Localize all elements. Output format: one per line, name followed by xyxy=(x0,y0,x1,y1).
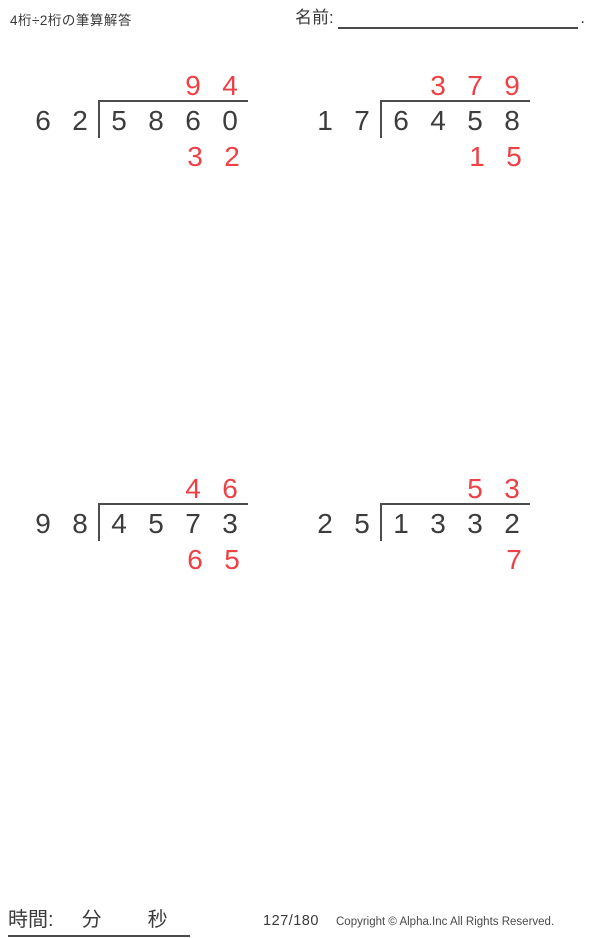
divisor-digit: 7 xyxy=(354,105,370,136)
remainder-digit xyxy=(102,546,139,574)
copyright-notice: Copyright © Alpha.Inc All Rights Reserve… xyxy=(336,916,555,928)
divisor: 1 7 xyxy=(306,100,380,138)
remainder-row: 1 5 xyxy=(384,143,532,171)
divisor-digit: 6 xyxy=(35,105,51,136)
dividend-digit: 5 xyxy=(467,105,483,136)
division-problem-3: 4 6 9 8 4 5 7 3 6 5 xyxy=(24,473,250,574)
divisor-digit: 2 xyxy=(72,105,88,136)
dividend-digit: 6 xyxy=(185,105,201,136)
dividend-digit: 5 xyxy=(148,508,164,539)
remainder-digit xyxy=(458,546,495,574)
dividend-digit: 1 xyxy=(393,508,409,539)
dividend: 6 4 5 8 xyxy=(380,100,530,138)
remainder-digit: 2 xyxy=(224,141,240,172)
dividend: 4 5 7 3 xyxy=(98,503,248,541)
dividend-digit: 5 xyxy=(111,105,127,136)
quotient-row: 3 7 9 xyxy=(382,70,532,100)
quotient-digit: 4 xyxy=(222,70,238,101)
dividend-digit: 2 xyxy=(504,508,520,539)
page-title: 4桁÷2桁の筆算解答 xyxy=(10,13,132,28)
dividend-digit: 8 xyxy=(148,105,164,136)
quotient-digit: 7 xyxy=(467,70,483,101)
quotient-digit: 4 xyxy=(185,473,201,504)
name-line-period: . xyxy=(580,8,585,27)
quotient-row: 5 3 xyxy=(382,473,532,503)
divisor: 2 5 xyxy=(306,503,380,541)
time-field: 時間: 分 秒 xyxy=(8,903,190,937)
dividend-digit: 3 xyxy=(467,508,483,539)
remainder-digit: 6 xyxy=(187,544,203,575)
remainder-digit xyxy=(384,143,421,171)
divisor-digit: 1 xyxy=(317,105,333,136)
division-bracket-row: 2 5 1 3 3 2 xyxy=(306,503,532,541)
dividend-digit: 4 xyxy=(111,508,127,539)
quotient-row: 4 6 xyxy=(100,473,250,503)
remainder-digit: 7 xyxy=(506,544,522,575)
remainder-digit xyxy=(139,143,176,171)
divisor-digit: 5 xyxy=(354,508,370,539)
remainder-digit xyxy=(102,143,139,171)
division-problem-4: 5 3 2 5 1 3 3 2 7 xyxy=(306,473,532,574)
page-number: 127/180 xyxy=(263,913,319,929)
divisor-digit: 8 xyxy=(72,508,88,539)
dividend: 1 3 3 2 xyxy=(380,503,530,541)
divisor: 6 2 xyxy=(24,100,98,138)
quotient-digit: 3 xyxy=(430,70,446,101)
remainder-digit xyxy=(421,546,458,574)
dividend-digit: 4 xyxy=(430,105,446,136)
remainder-digit: 5 xyxy=(224,544,240,575)
quotient-digit: 6 xyxy=(222,473,238,504)
remainder-row: 6 5 xyxy=(102,546,250,574)
divisor-digit: 2 xyxy=(317,508,333,539)
seconds-label: 秒 xyxy=(147,909,168,931)
dividend-digit: 7 xyxy=(185,508,201,539)
dividend-digit: 0 xyxy=(222,105,238,136)
quotient-digit: 9 xyxy=(185,70,201,101)
division-bracket-row: 6 2 5 8 6 0 xyxy=(24,100,250,138)
division-bracket-row: 9 8 4 5 7 3 xyxy=(24,503,250,541)
remainder-row: 7 xyxy=(384,546,532,574)
quotient-digit: 9 xyxy=(504,70,520,101)
remainder-digit xyxy=(139,546,176,574)
quotient-digit: 3 xyxy=(504,473,520,504)
divisor-digit: 9 xyxy=(35,508,51,539)
remainder-digit xyxy=(421,143,458,171)
remainder-digit xyxy=(384,546,421,574)
dividend: 5 8 6 0 xyxy=(98,100,248,138)
name-blank-line xyxy=(337,11,579,29)
remainder-row: 3 2 xyxy=(102,143,250,171)
division-problem-2: 3 7 9 1 7 6 4 5 8 1 5 xyxy=(306,70,532,171)
quotient-digit: 5 xyxy=(467,473,483,504)
remainder-digit: 5 xyxy=(506,141,522,172)
remainder-digit: 1 xyxy=(469,141,485,172)
dividend-digit: 3 xyxy=(222,508,238,539)
dividend-digit: 8 xyxy=(504,105,520,136)
division-problem-1: 9 4 6 2 5 8 6 0 3 2 xyxy=(24,70,250,171)
time-label: 時間: xyxy=(8,909,54,931)
dividend-digit: 6 xyxy=(393,105,409,136)
name-label: 名前: xyxy=(295,8,334,27)
divisor: 9 8 xyxy=(24,503,98,541)
division-bracket-row: 1 7 6 4 5 8 xyxy=(306,100,532,138)
minutes-label: 分 xyxy=(81,909,102,931)
dividend-digit: 3 xyxy=(430,508,446,539)
quotient-row: 9 4 xyxy=(100,70,250,100)
remainder-digit: 3 xyxy=(187,141,203,172)
name-field: 名前: . xyxy=(295,4,585,30)
